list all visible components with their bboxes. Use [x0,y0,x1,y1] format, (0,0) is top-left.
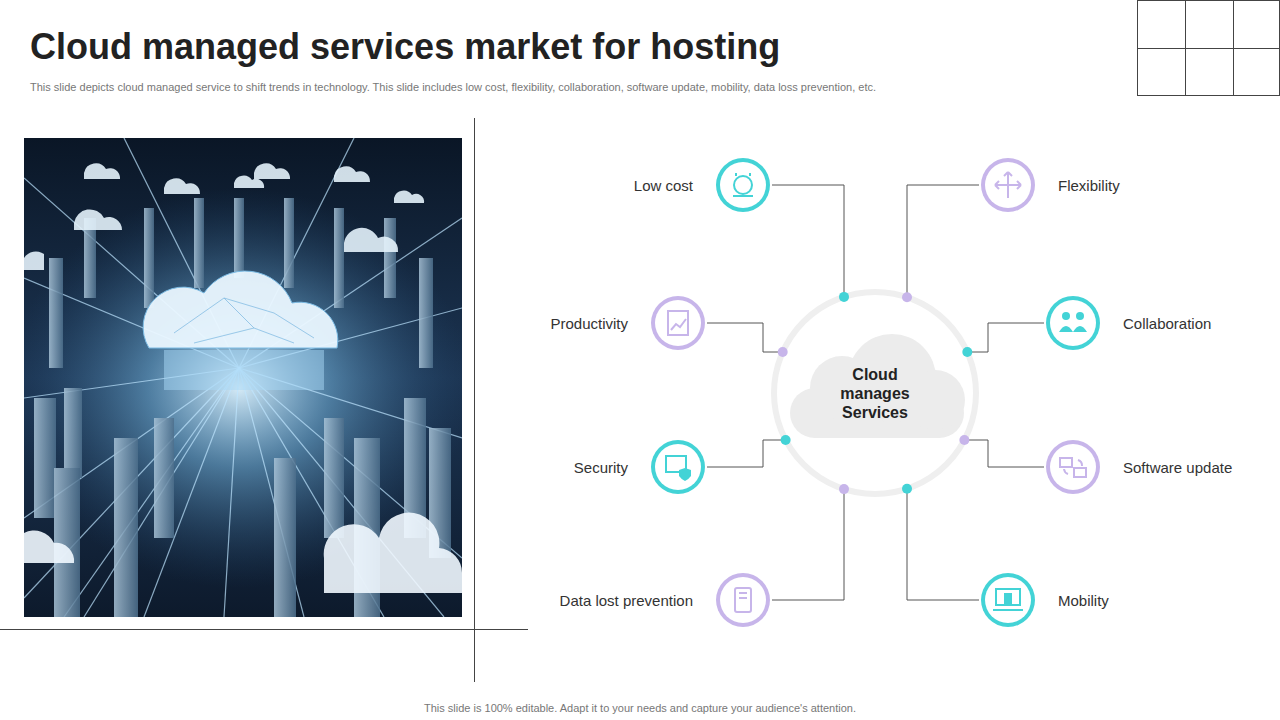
benefit-item: Mobility [979,571,1109,629]
benefit-item: Productivity [550,294,707,352]
icon-circle [714,156,772,214]
benefit-label: Low cost [634,177,693,194]
benefit-label: Productivity [550,315,628,332]
connector-line [907,489,979,600]
connector-line [772,489,844,600]
benefit-label: Software update [1123,459,1232,476]
icon-symbol [979,571,1037,629]
icon-symbol [714,156,772,214]
benefit-label: Mobility [1058,592,1109,609]
icon-symbol [1044,294,1102,352]
icon-circle [649,294,707,352]
center-circle: Cloud manages Services [770,288,980,498]
footer-note: This slide is 100% editable. Adapt it to… [0,702,1280,714]
benefit-item: Collaboration [1044,294,1211,352]
slide-subtitle: This slide depicts cloud managed service… [30,81,876,93]
benefit-item: Software update [1044,438,1232,496]
icon-circle [979,571,1037,629]
icon-circle [649,438,707,496]
icon-circle [714,571,772,629]
icon-symbol [649,294,707,352]
benefit-item: Low cost [634,156,772,214]
icon-circle [1044,294,1102,352]
icon-symbol [979,156,1037,214]
center-label: Cloud manages Services [827,365,923,422]
slide-title: Cloud managed services market for hostin… [30,26,780,68]
cloud-illustration [24,138,462,617]
icon-symbol [714,571,772,629]
benefit-label: Security [574,459,628,476]
connector-line [707,323,783,352]
benefit-label: Data lost prevention [560,592,693,609]
connector-line [964,440,1044,467]
benefit-item: Security [574,438,707,496]
icon-symbol [1044,438,1102,496]
connector-line [907,185,979,297]
benefit-item: Data lost prevention [560,571,772,629]
benefit-item: Flexibility [979,156,1120,214]
connector-line [967,323,1044,352]
icon-symbol [649,438,707,496]
connector-line [707,440,786,467]
icon-circle [1044,438,1102,496]
benefit-label: Collaboration [1123,315,1211,332]
connector-line [772,185,844,297]
icon-circle [979,156,1037,214]
benefit-label: Flexibility [1058,177,1120,194]
